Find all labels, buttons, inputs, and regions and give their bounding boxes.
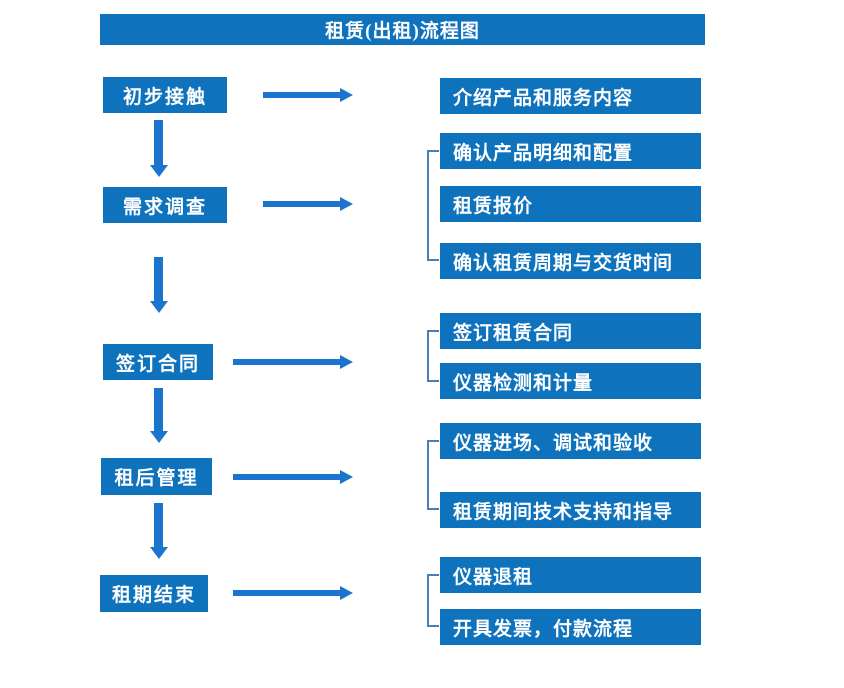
chart-title: 租赁(出租)流程图: [100, 14, 705, 45]
right-arrow-icon: [233, 590, 340, 596]
group-bracket: [427, 440, 439, 510]
down-arrow-icon: [154, 257, 163, 301]
detail-box-tech-support: 租赁期间技术支持和指导: [440, 492, 701, 528]
down-arrow-icon: [154, 388, 163, 431]
detail-box-rental-quote: 租赁报价: [440, 186, 701, 222]
detail-box-introduce-products: 介绍产品和服务内容: [440, 78, 701, 114]
detail-box-confirm-period-delivery: 确认租赁周期与交货时间: [440, 243, 701, 279]
detail-box-instrument-testing: 仪器检测和计量: [440, 363, 701, 399]
detail-box-instrument-return: 仪器退租: [440, 557, 701, 593]
step-box-demand-survey: 需求调查: [103, 187, 227, 223]
right-arrow-icon: [263, 201, 340, 207]
right-arrow-icon: [233, 474, 340, 480]
step-box-post-rental-management: 租后管理: [101, 458, 212, 495]
group-bracket: [427, 330, 439, 382]
detail-box-instrument-setup-acceptance: 仪器进场、调试和验收: [440, 423, 701, 459]
detail-box-confirm-product-config: 确认产品明细和配置: [440, 133, 701, 169]
detail-box-invoice-payment: 开具发票，付款流程: [440, 609, 701, 645]
step-box-sign-contract: 签订合同: [103, 344, 213, 380]
down-arrow-icon: [154, 503, 163, 547]
right-arrow-icon: [263, 92, 340, 98]
group-bracket: [427, 150, 439, 261]
step-box-rental-end: 租期结束: [100, 575, 208, 612]
down-arrow-icon: [154, 120, 163, 165]
step-box-initial-contact: 初步接触: [103, 77, 227, 113]
group-bracket: [427, 574, 439, 627]
right-arrow-icon: [233, 359, 340, 365]
detail-box-sign-rental-contract: 签订租赁合同: [440, 313, 701, 349]
